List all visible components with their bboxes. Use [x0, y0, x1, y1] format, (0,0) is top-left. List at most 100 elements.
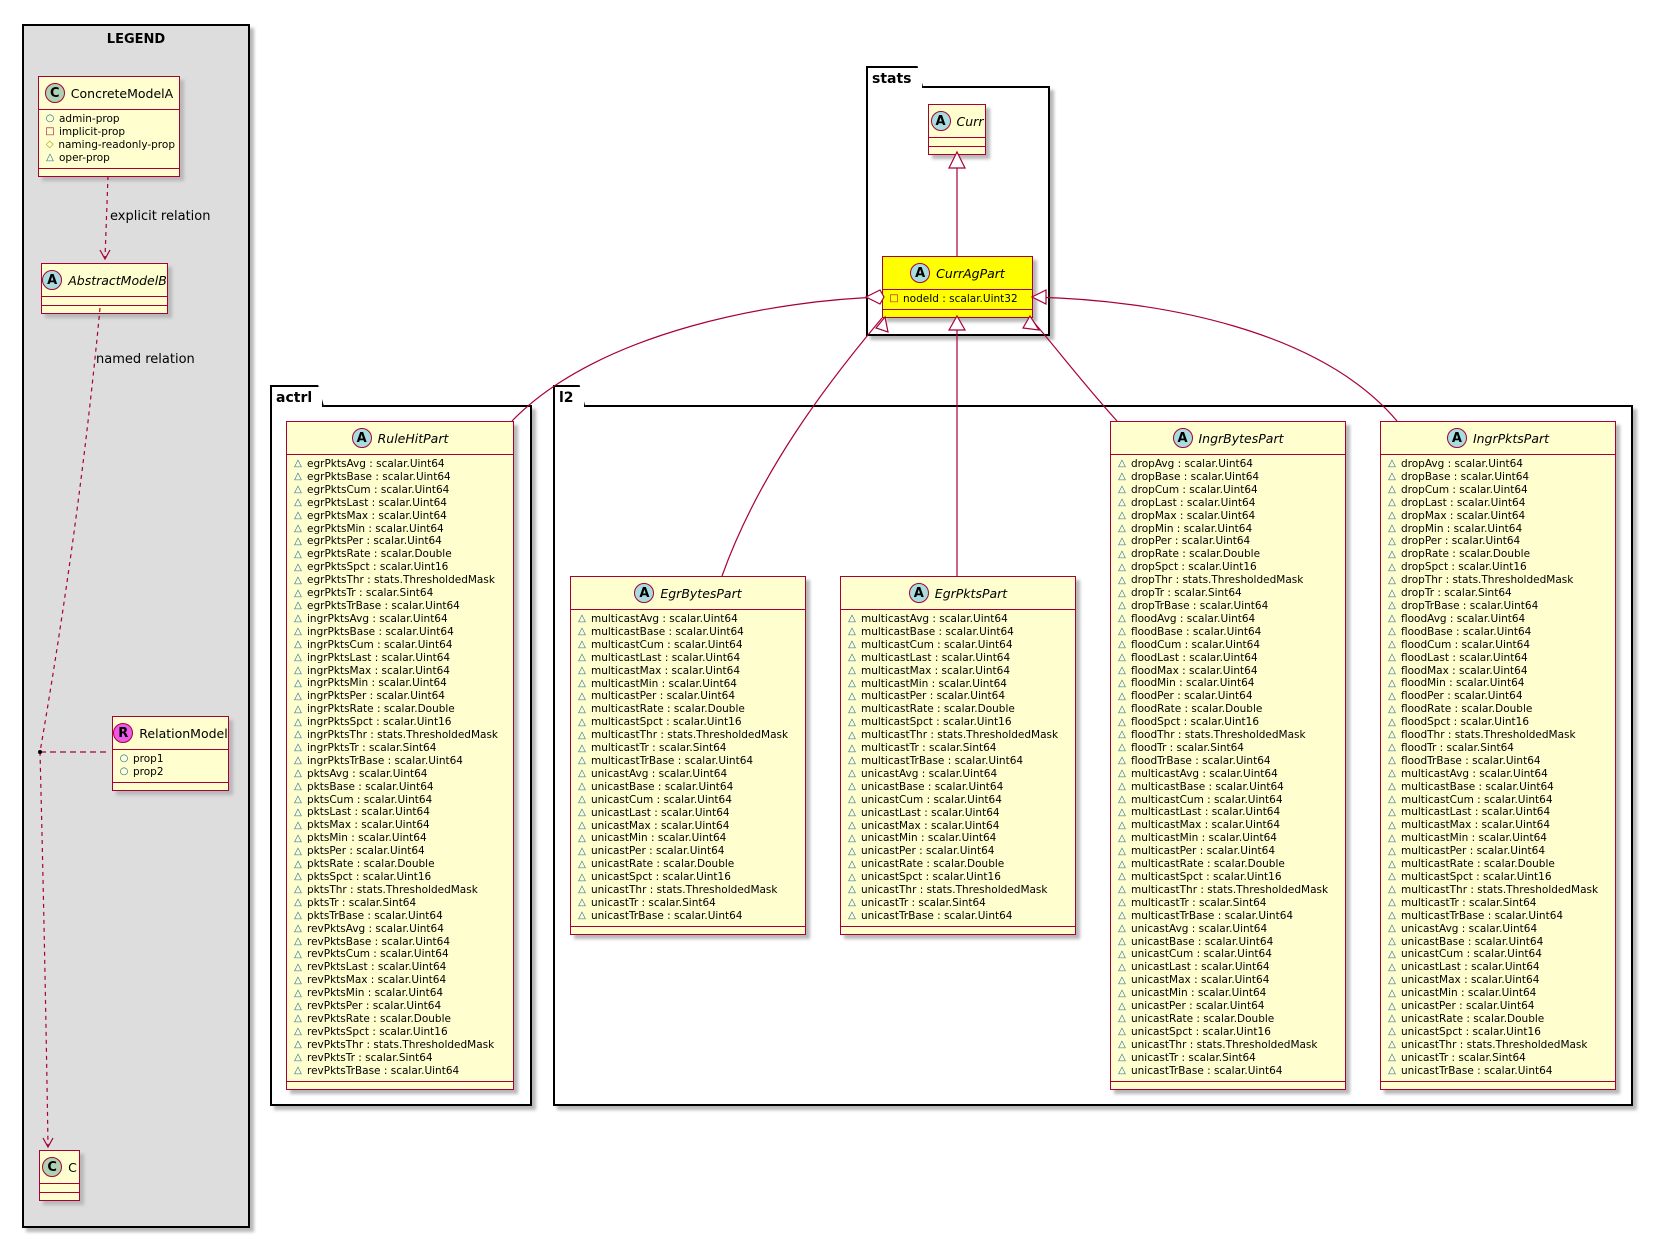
attribute-row: △unicastLast : scalar.Uint64: [577, 807, 801, 820]
attributes-compartment: [929, 138, 985, 146]
class-concrete-model-a[interactable]: C ConcreteModelA ○admin-prop□implicit-pr…: [38, 76, 180, 177]
class-abstract-model-b[interactable]: A AbstractModelB: [41, 263, 168, 314]
visibility-icon: △: [848, 768, 856, 780]
attribute-text: dropTrBase : scalar.Uint64: [1131, 599, 1269, 612]
visibility-icon: △: [1118, 600, 1126, 612]
attribute-row: △floodPer : scalar.Uint64: [1117, 690, 1341, 703]
class-header: C C: [40, 1151, 79, 1184]
class-curr-ag-part[interactable]: A CurrAgPart □nodeId : scalar.Uint32: [882, 256, 1033, 318]
visibility-icon: △: [294, 961, 302, 973]
attribute-row: △unicastPer : scalar.Uint64: [1387, 1000, 1611, 1013]
attribute-text: unicastAvg : scalar.Uint64: [861, 767, 998, 780]
attribute-row: △unicastTrBase : scalar.Uint64: [1387, 1065, 1611, 1078]
class-ingr-bytes-part[interactable]: A IngrBytesPart △dropAvg : scalar.Uint64…: [1110, 421, 1346, 1090]
visibility-icon: △: [294, 574, 302, 586]
attribute-row: △dropTrBase : scalar.Uint64: [1387, 600, 1611, 613]
class-relation-model[interactable]: R RelationModel ○prop1○prop2: [112, 716, 229, 791]
operations-compartment: [287, 1080, 513, 1089]
visibility-icon: △: [294, 910, 302, 922]
class-c[interactable]: C C: [39, 1150, 80, 1201]
attribute-text: pktsMax : scalar.Uint64: [307, 819, 430, 832]
attribute-text: unicastRate : scalar.Double: [591, 858, 735, 871]
attribute-text: pktsSpct : scalar.Uint16: [307, 871, 432, 883]
attribute-text: unicastCum : scalar.Uint64: [591, 793, 732, 806]
attribute-text: multicastRate : scalar.Double: [591, 703, 745, 716]
attribute-text: multicastMax : scalar.Uint64: [861, 664, 1011, 677]
attribute-row: △multicastTrBase : scalar.Uint64: [1117, 910, 1341, 923]
visibility-icon: △: [1388, 884, 1396, 896]
attribute-row: △dropMin : scalar.Uint64: [1387, 523, 1611, 536]
attribute-row: △floodMin : scalar.Uint64: [1387, 677, 1611, 690]
visibility-icon: △: [294, 742, 302, 754]
attribute-text: unicastPer : scalar.Uint64: [591, 845, 725, 858]
class-egr-pkts-part[interactable]: A EgrPktsPart △multicastAvg : scalar.Uin…: [840, 576, 1076, 935]
attribute-list: △ egrPktsAvg : scalar.Uint64△egrPktsBase …: [287, 455, 513, 1081]
class-name: RuleHitPart: [377, 430, 449, 446]
class-rule-hit-part[interactable]: A RuleHitPart △egrPktsAvg : scalar.Uint6…: [286, 421, 514, 1090]
attribute-row: △dropMax : scalar.Uint64: [1117, 510, 1341, 523]
visibility-icon: △: [294, 1013, 302, 1025]
attribute-text: egrPktsAvg : scalar.Uint64: [307, 458, 445, 470]
visibility-icon: △: [578, 639, 586, 651]
attribute-row: △unicastCum : scalar.Uint64: [1117, 948, 1341, 961]
attribute-text: unicastTrBase : scalar.Uint64: [591, 909, 743, 922]
visibility-icon: △: [1118, 729, 1126, 741]
attribute-row: △unicastBase : scalar.Uint64: [1387, 936, 1611, 949]
visibility-icon: △: [294, 1052, 302, 1064]
attribute-text: implicit-prop: [59, 125, 126, 138]
attribute-text: revPktsSpct : scalar.Uint16: [307, 1025, 448, 1038]
attribute-row: △ingrPktsMax : scalar.Uint64: [293, 665, 509, 678]
attribute-row: △unicastTr : scalar.Sint64: [1387, 1052, 1611, 1065]
attribute-row: △floodThr : stats.ThresholdedMask: [1387, 729, 1611, 742]
attribute-row: △revPktsAvg : scalar.Uint64: [293, 923, 509, 936]
attribute-row: △unicastThr : stats.ThresholdedMask: [847, 884, 1071, 897]
attribute-text: floodAvg : scalar.Uint64: [1401, 612, 1526, 625]
attribute-row: △ingrPktsTrBase : scalar.Uint64: [293, 755, 509, 768]
attribute-text: dropCum : scalar.Uint64: [1131, 483, 1258, 496]
attribute-row: △multicastRate : scalar.Double: [577, 703, 801, 716]
class-ingr-pkts-part[interactable]: A IngrPktsPart △dropAvg : scalar.Uint64△…: [1380, 421, 1616, 1090]
attribute-text: unicastMax : scalar.Uint64: [591, 819, 730, 832]
class-curr[interactable]: A Curr: [928, 104, 986, 155]
attribute-row: △unicastRate : scalar.Double: [847, 858, 1071, 871]
attribute-row: △unicastLast : scalar.Uint64: [1387, 961, 1611, 974]
attribute-row: △floodAvg : scalar.Uint64: [1117, 613, 1341, 626]
attribute-text: dropSpct : scalar.Uint16: [1401, 561, 1527, 574]
attribute-text: floodRate : scalar.Double: [1401, 703, 1533, 716]
attribute-text: multicastMin : scalar.Uint64: [1401, 832, 1547, 845]
attribute-text: unicastThr : stats.ThresholdedMask: [1131, 1038, 1318, 1051]
visibility-icon: △: [1388, 652, 1396, 664]
visibility-icon: △: [848, 884, 856, 896]
attribute-row: △egrPktsCum : scalar.Uint64: [293, 484, 509, 497]
visibility-icon: △: [294, 716, 302, 728]
visibility-icon: △: [294, 948, 302, 960]
visibility-icon: △: [578, 729, 586, 741]
attribute-list: △multicastAvg : scalar.Uint64△multicastB…: [571, 610, 805, 926]
class-egr-bytes-part[interactable]: A EgrBytesPart △multicastAvg : scalar.Ui…: [570, 576, 806, 935]
attribute-row: △multicastMax : scalar.Uint64: [577, 665, 801, 678]
attribute-row: △egrPktsRate : scalar.Double: [293, 548, 509, 561]
attribute-text: oper-prop: [59, 151, 110, 164]
attribute-row: △pktsAvg : scalar.Uint64: [293, 768, 509, 781]
attribute-row: △unicastMax : scalar.Uint64: [847, 820, 1071, 833]
attribute-row: △floodMax : scalar.Uint64: [1117, 665, 1341, 678]
visibility-icon: △: [1118, 613, 1126, 625]
attribute-text: revPktsPer : scalar.Uint64: [307, 1000, 442, 1013]
visibility-icon: △: [294, 897, 302, 909]
attribute-text: multicastAvg : scalar.Uint64: [591, 613, 738, 625]
attribute-row: △multicastLast : scalar.Uint64: [847, 652, 1071, 665]
visibility-icon: △: [848, 794, 856, 806]
attribute-text: pktsLast : scalar.Uint64: [307, 806, 430, 819]
attribute-row: △multicastTrBase : scalar.Uint64: [577, 755, 801, 768]
attribute-row: △ingrPktsMin : scalar.Uint64: [293, 677, 509, 690]
attribute-text: dropSpct : scalar.Uint16: [1131, 561, 1257, 574]
attribute-text: unicastLast : scalar.Uint64: [1401, 961, 1540, 974]
attribute-text: multicastSpct : scalar.Uint16: [1131, 871, 1282, 883]
attribute-row: △multicastRate : scalar.Double: [847, 703, 1071, 716]
attribute-text: multicastMin : scalar.Uint64: [1131, 832, 1277, 845]
attribute-text: floodThr : stats.ThresholdedMask: [1401, 729, 1576, 742]
attribute-row: △egrPktsBase : scalar.Uint64: [293, 471, 509, 484]
attribute-text: ingrPktsCum : scalar.Uint64: [307, 638, 453, 651]
visibility-icon: △: [1118, 510, 1126, 522]
attribute-text: unicastRate : scalar.Double: [1401, 1012, 1545, 1025]
